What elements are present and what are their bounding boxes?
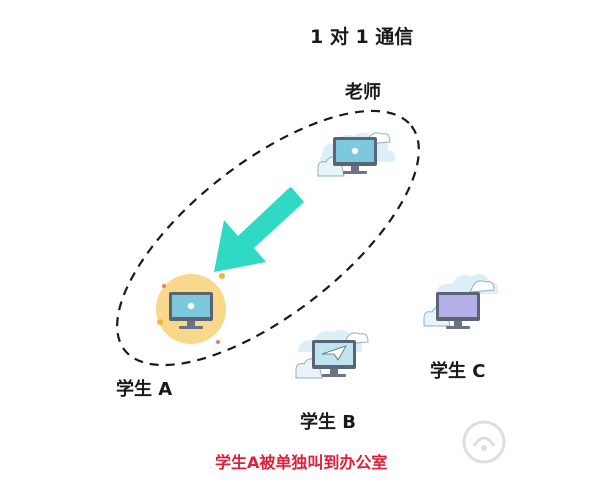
student-a-label: 学生 A [116, 379, 173, 400]
watermark-title: 路由器 [512, 428, 582, 453]
watermark-subtitle: luyouqi.com [516, 452, 584, 465]
direct-message-arrow [214, 187, 304, 272]
student-c-computer-icon [423, 274, 499, 329]
diagram-caption: 学生A被单独叫到办公室 [215, 453, 388, 472]
student-c-label: 学生 C [430, 361, 486, 382]
student-a-computer-icon [156, 273, 226, 344]
student-b-computer-icon [295, 330, 369, 379]
teacher-label: 老师 [345, 82, 381, 103]
diagram-title: 1 对 1 通信 [310, 26, 414, 48]
teacher-computer-icon [317, 132, 396, 177]
student-b-label: 学生 B [300, 412, 356, 433]
communication-scope-ellipse [116, 109, 420, 367]
watermark-logo [462, 420, 506, 464]
